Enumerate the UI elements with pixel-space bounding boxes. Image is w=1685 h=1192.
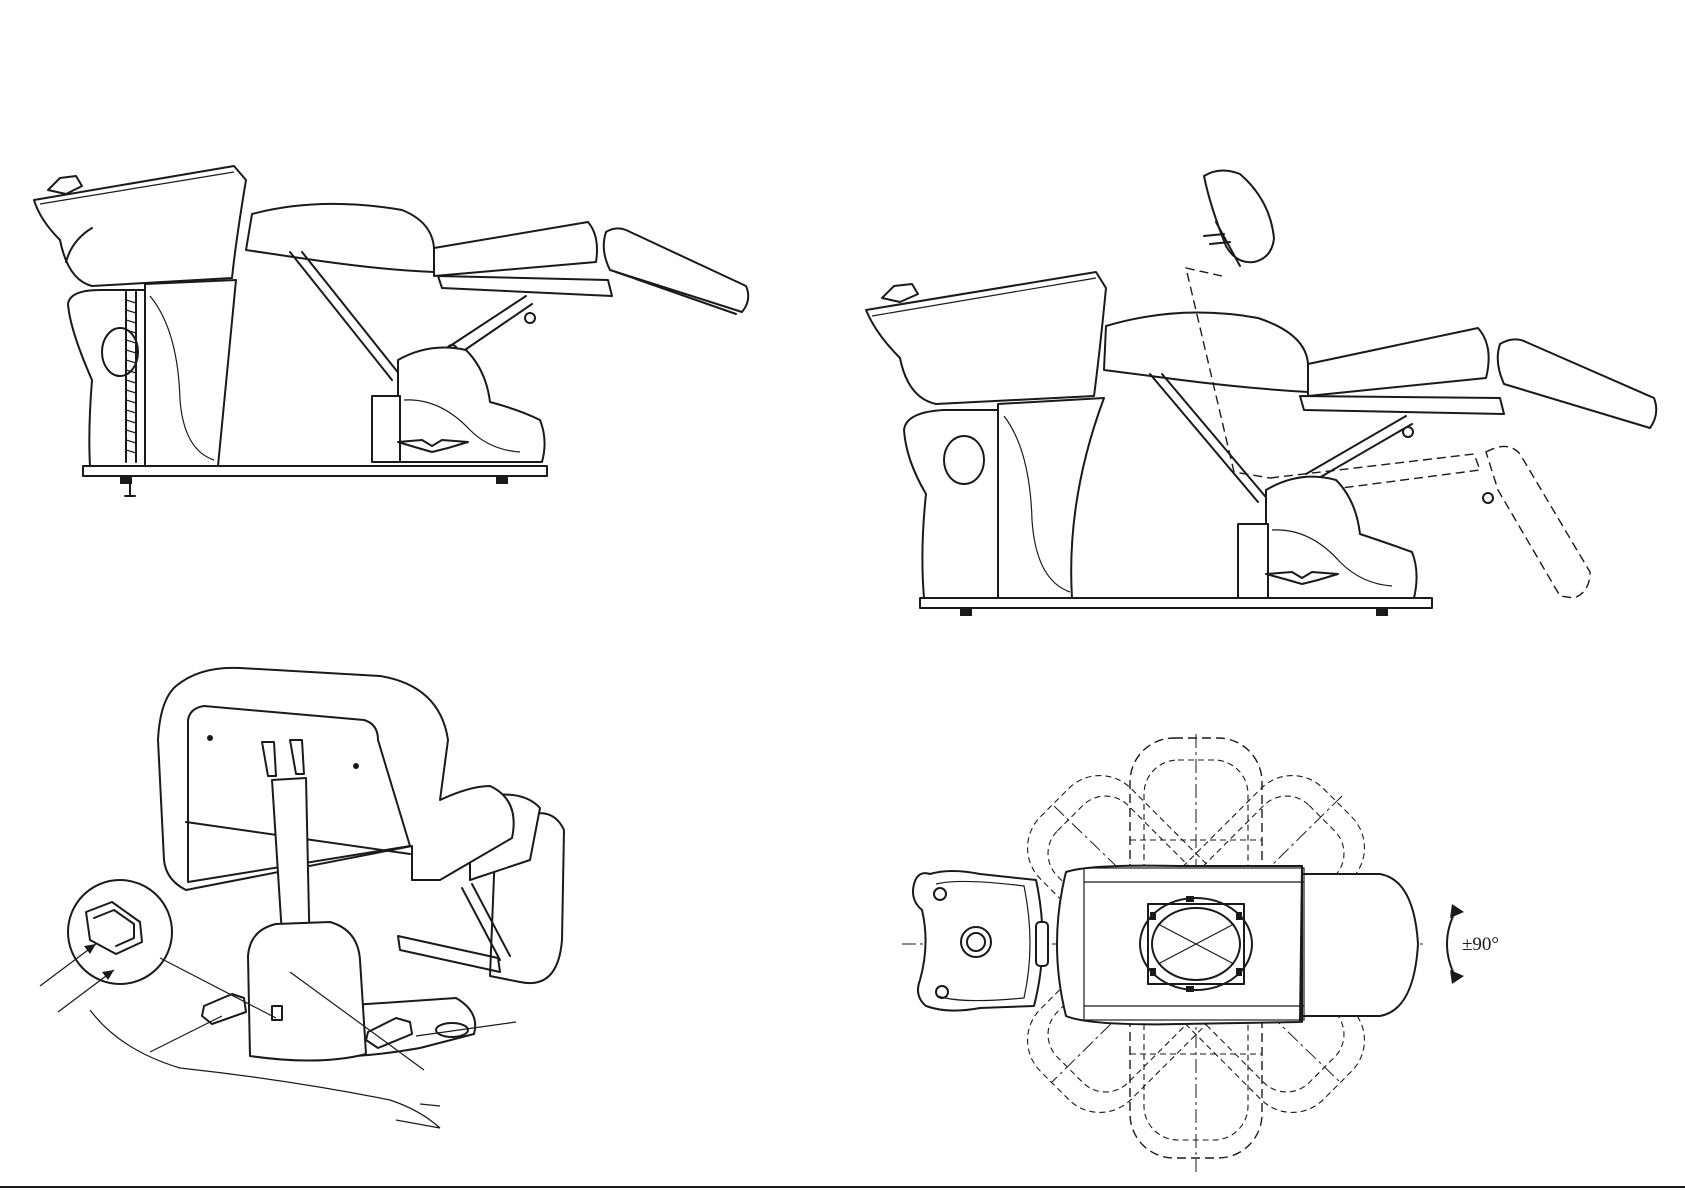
seat-cushion xyxy=(1308,328,1489,396)
pivot-pin xyxy=(1483,493,1493,503)
wash-basin xyxy=(866,272,1106,404)
hydraulic-base xyxy=(398,348,545,462)
lift-arm xyxy=(1306,416,1412,482)
detail-switch-inner xyxy=(94,910,134,946)
basin-top-view xyxy=(913,871,1043,1011)
leader-line xyxy=(150,1016,222,1052)
backrest-top-view xyxy=(1057,866,1302,1025)
leveling-foot xyxy=(120,476,132,484)
page-bottom-rule xyxy=(0,1186,1685,1188)
recline-strut xyxy=(290,252,404,380)
base-plate xyxy=(83,466,547,476)
leg-rest xyxy=(1498,339,1657,428)
leader-arrow xyxy=(102,970,114,980)
column-base xyxy=(248,922,366,1061)
wash-basin xyxy=(34,166,246,286)
leader-arrow xyxy=(84,944,96,954)
recline-strut xyxy=(1150,374,1270,502)
neck-rest-top xyxy=(1036,922,1048,966)
base-housing xyxy=(372,396,400,462)
rotation-arrow-head xyxy=(1450,904,1464,918)
leg-rest xyxy=(604,228,749,312)
faucet xyxy=(48,176,82,194)
pivot-pin xyxy=(1403,427,1413,437)
rotation-arrow-head xyxy=(1450,970,1464,984)
figure-chair-recline-range xyxy=(866,170,1656,616)
rotation-label: ±90° xyxy=(1462,934,1499,955)
basin-pedestal-front xyxy=(68,290,145,466)
base-housing xyxy=(1238,524,1268,598)
basin-pedestal-side xyxy=(998,398,1104,598)
figure-top-rotation: ±90° xyxy=(902,734,1499,1172)
seat-cushion xyxy=(434,222,597,276)
figure-chair-reclined xyxy=(34,166,748,496)
screw xyxy=(353,763,359,769)
headrest xyxy=(1204,170,1274,262)
control-switch xyxy=(272,1006,282,1020)
backrest-cushion xyxy=(1104,313,1308,392)
leveling-foot xyxy=(960,608,972,616)
rotation-arc xyxy=(1447,910,1456,978)
leg-rest-top-view xyxy=(1302,874,1418,1016)
seat-frame xyxy=(438,276,612,296)
anchor-bolt xyxy=(125,484,135,496)
basin-pedestal-front xyxy=(904,410,998,598)
pivot-pin xyxy=(525,313,535,323)
seat-frame xyxy=(398,936,500,972)
screw xyxy=(207,735,213,741)
leveling-foot xyxy=(496,476,508,484)
detail-callout-circle xyxy=(68,880,172,984)
seat-frame xyxy=(1300,396,1504,414)
lift-arm xyxy=(450,296,532,356)
backrest-cushion xyxy=(246,204,434,272)
leader-line xyxy=(396,1104,440,1128)
lowered-legrest-ghost xyxy=(1486,446,1590,598)
leveling-foot xyxy=(1376,608,1388,616)
faucet xyxy=(882,284,918,302)
figure-pedal-detail xyxy=(40,668,564,1128)
base-plate xyxy=(920,598,1432,608)
